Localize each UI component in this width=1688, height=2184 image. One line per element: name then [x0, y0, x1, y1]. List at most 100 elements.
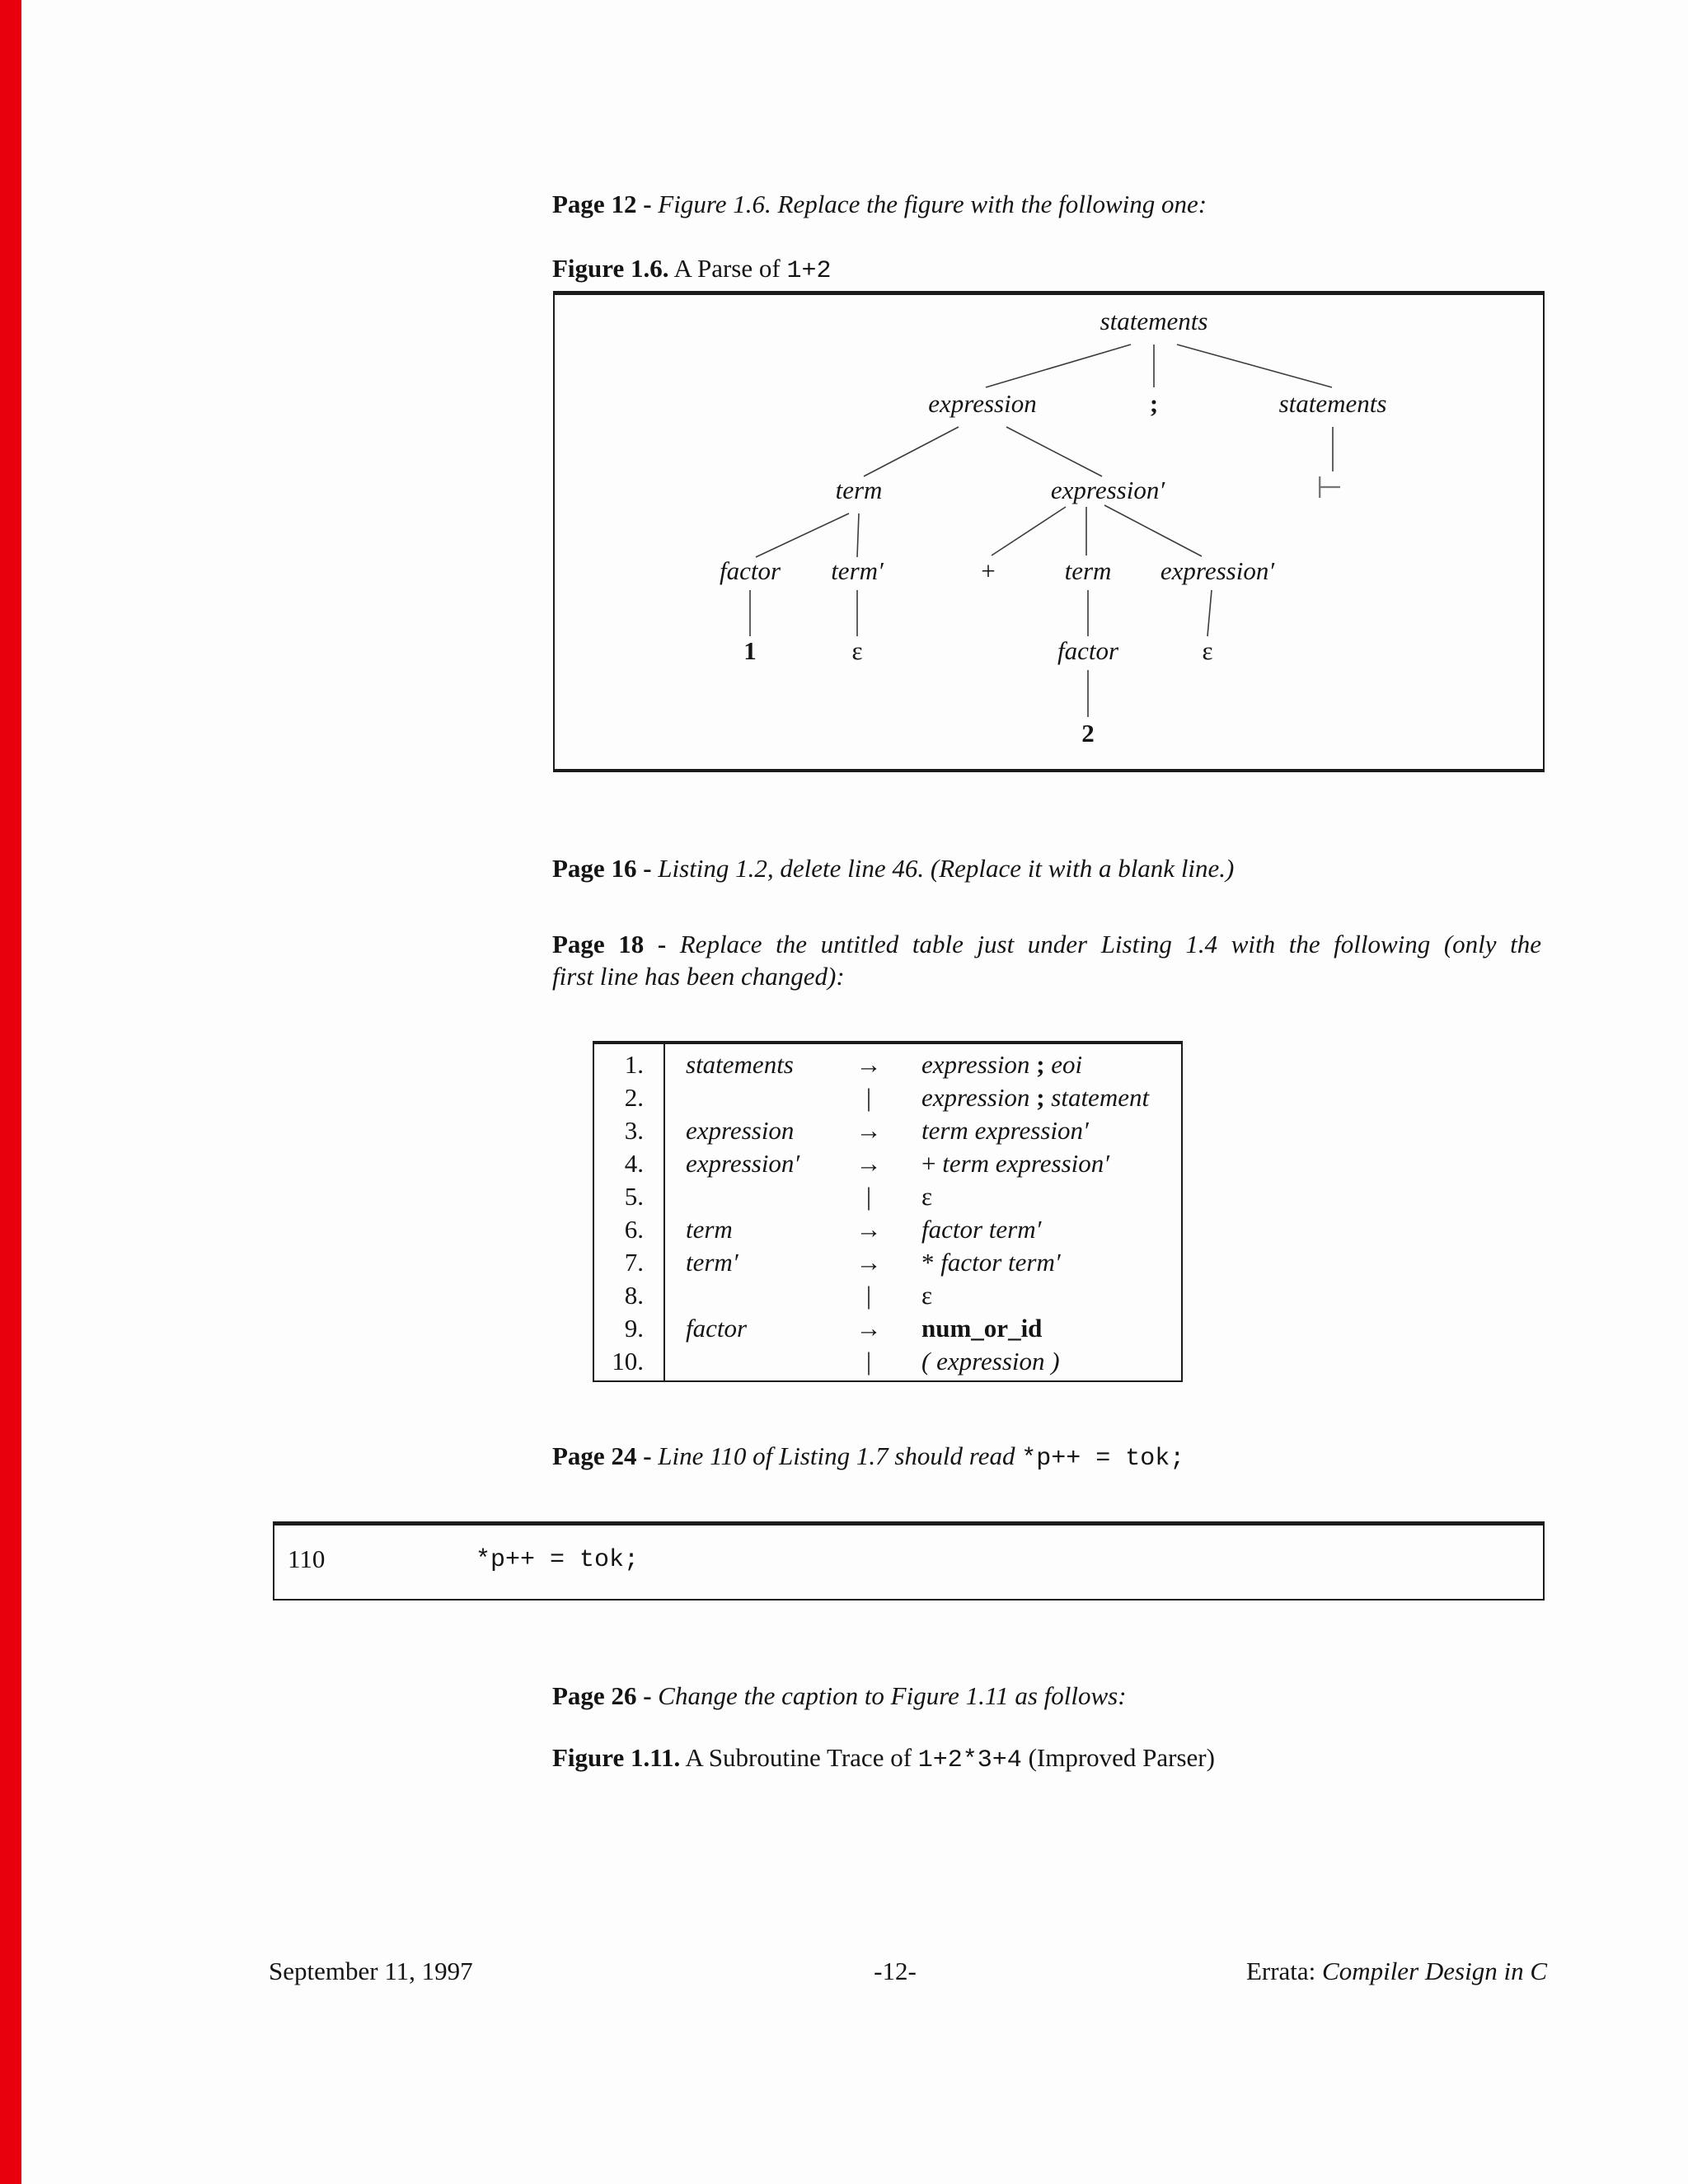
grammar-table-row: 4. expression′ → + term expression′	[594, 1147, 1181, 1180]
grammar-table-row: 7. term′ → * factor term′	[594, 1246, 1181, 1279]
production-number: 6.	[624, 1215, 644, 1244]
text-run: Page 12 -	[552, 190, 652, 218]
figure-1-6-caption: Figure 1.6. A Parse of 1+2	[552, 252, 831, 288]
errata-entry-page24: Page 24 - Line 110 of Listing 1.7 should…	[552, 1440, 1184, 1475]
grammar-table-row: 6. term → factor term′	[594, 1213, 1181, 1246]
left-edge-red-stripe	[0, 0, 21, 2184]
text-run: Page 18 -	[552, 930, 667, 958]
production-lhs: expression′	[686, 1149, 800, 1178]
production-lhs	[663, 1180, 844, 1213]
text-run: Figure 1.6.	[552, 254, 669, 283]
grammar-table-row: 10. | ( expression )	[594, 1345, 1181, 1378]
production-lhs: term	[686, 1215, 733, 1244]
grammar-table-row: 2. | expression ; statement	[594, 1081, 1181, 1114]
production-rhs: term expression′	[893, 1114, 1181, 1147]
production-number: 8.	[624, 1281, 644, 1310]
errata-entry-page18-line2: first line has been changed):	[552, 960, 1541, 992]
production-rhs: * factor term′	[893, 1246, 1181, 1279]
footer-page-number: -12-	[874, 1957, 917, 1985]
text-run: ε	[921, 1182, 933, 1211]
production-lhs: factor	[686, 1314, 748, 1343]
text-run: ε	[921, 1281, 933, 1310]
text-run: Line 110 of Listing 1.7 should read	[651, 1441, 1022, 1470]
production-number: 9.	[624, 1314, 644, 1343]
grammar-table-row: 1. statements → expression ; eoi	[594, 1048, 1181, 1081]
text-run: *p++ = tok;	[1021, 1445, 1185, 1473]
text-run: +	[921, 1149, 943, 1178]
errata-entry-page26: Page 26 - Change the caption to Figure 1…	[552, 1680, 1127, 1712]
production-lhs: expression	[686, 1116, 795, 1145]
production-rhs: expression ; statement	[893, 1081, 1181, 1114]
figure-1-11-caption: Figure 1.11. A Subroutine Trace of 1+2*3…	[552, 1741, 1215, 1777]
footer-date: September 11, 1997	[269, 1957, 473, 1985]
text-run: factor term′	[940, 1248, 1061, 1277]
code-line-text: *p++ = tok;	[476, 1546, 640, 1574]
text-run: expression	[921, 1083, 1037, 1112]
production-operator: |	[865, 1083, 872, 1112]
production-operator: →	[856, 1215, 882, 1244]
text-run: ;	[1036, 1050, 1045, 1079]
footer-book-title: Compiler Design in C	[1322, 1957, 1547, 1985]
production-operator: →	[856, 1149, 882, 1178]
text-run: expression	[921, 1050, 1037, 1079]
production-lhs	[663, 1279, 844, 1312]
production-number: 4.	[624, 1149, 644, 1178]
text-run: Replace the untitled table just under Li…	[666, 930, 1541, 958]
text-run: 1+2	[786, 257, 832, 285]
production-operator: →	[856, 1116, 882, 1145]
production-operator: →	[856, 1050, 882, 1079]
production-number: 5.	[624, 1182, 644, 1211]
production-rhs: factor term′	[893, 1213, 1181, 1246]
text-run: A Parse of	[668, 254, 787, 283]
production-rhs: num_or_id	[893, 1312, 1181, 1345]
text-run: term expression′	[942, 1149, 1110, 1178]
text-run: Page 26 -	[552, 1681, 652, 1710]
production-number: 1.	[624, 1050, 644, 1079]
production-number: 2.	[624, 1083, 644, 1112]
text-run: (Improved Parser)	[1021, 1743, 1215, 1772]
production-operator: →	[856, 1248, 882, 1277]
code-listing-box: 110 *p++ = tok;	[273, 1521, 1545, 1601]
figure-1-6-parse-tree-box	[553, 291, 1545, 772]
table-column-divider	[663, 1044, 665, 1380]
text-run: Listing 1.2, delete line 46. (Replace it…	[651, 854, 1235, 883]
text-run: A Subroutine Trace of	[680, 1743, 918, 1772]
text-run: eoi	[1044, 1050, 1083, 1079]
production-number: 7.	[624, 1248, 644, 1277]
text-run: *	[921, 1248, 941, 1277]
text-run: Page 24 -	[552, 1441, 652, 1470]
production-operator: |	[865, 1347, 872, 1376]
production-lhs: statements	[686, 1050, 794, 1079]
production-operator: →	[856, 1314, 882, 1343]
production-rhs: + term expression′	[893, 1147, 1181, 1180]
footer-errata-label: Errata:	[1245, 1957, 1323, 1985]
text-run: factor term′	[921, 1215, 1042, 1244]
production-lhs: term′	[686, 1248, 738, 1277]
text-run: statement	[1044, 1083, 1150, 1112]
production-rhs: expression ; eoi	[893, 1048, 1181, 1081]
text-run: ;	[1036, 1083, 1045, 1112]
text-run: first line has been changed):	[552, 962, 845, 991]
text-run: Figure 1.11.	[552, 1743, 681, 1772]
errata-entry-page12: Page 12 - Figure 1.6. Replace the figure…	[552, 188, 1207, 220]
grammar-table-row: 3.expression→term expression′	[594, 1114, 1181, 1147]
production-rhs: ( expression )	[893, 1345, 1181, 1378]
production-operator: |	[865, 1281, 872, 1310]
grammar-table-row: 8. | ε	[594, 1279, 1181, 1312]
errata-entry-page16: Page 16 - Listing 1.2, delete line 46. (…	[552, 852, 1234, 884]
grammar-productions-table: 1. statements → expression ; eoi 2. | expressi…	[593, 1041, 1183, 1382]
text-run: Change the caption to Figure 1.11 as fol…	[651, 1681, 1127, 1710]
production-rhs: ε	[893, 1279, 1181, 1312]
production-rhs: ε	[893, 1180, 1181, 1213]
production-lhs	[663, 1081, 844, 1114]
text-run: 1+2*3+4	[917, 1746, 1022, 1774]
production-lhs	[663, 1345, 844, 1378]
production-number: 10.	[612, 1347, 644, 1376]
errata-entry-page18-line1: Page 18 - Replace the untitled table jus…	[552, 928, 1541, 960]
text-run: Figure 1.6. Replace the figure with the …	[651, 190, 1207, 218]
footer-book-reference: Errata: Compiler Design in C	[1246, 1955, 1547, 1987]
production-operator: |	[865, 1182, 872, 1211]
code-line-number: 110	[288, 1544, 326, 1573]
grammar-table-row: 5. | ε	[594, 1180, 1181, 1213]
